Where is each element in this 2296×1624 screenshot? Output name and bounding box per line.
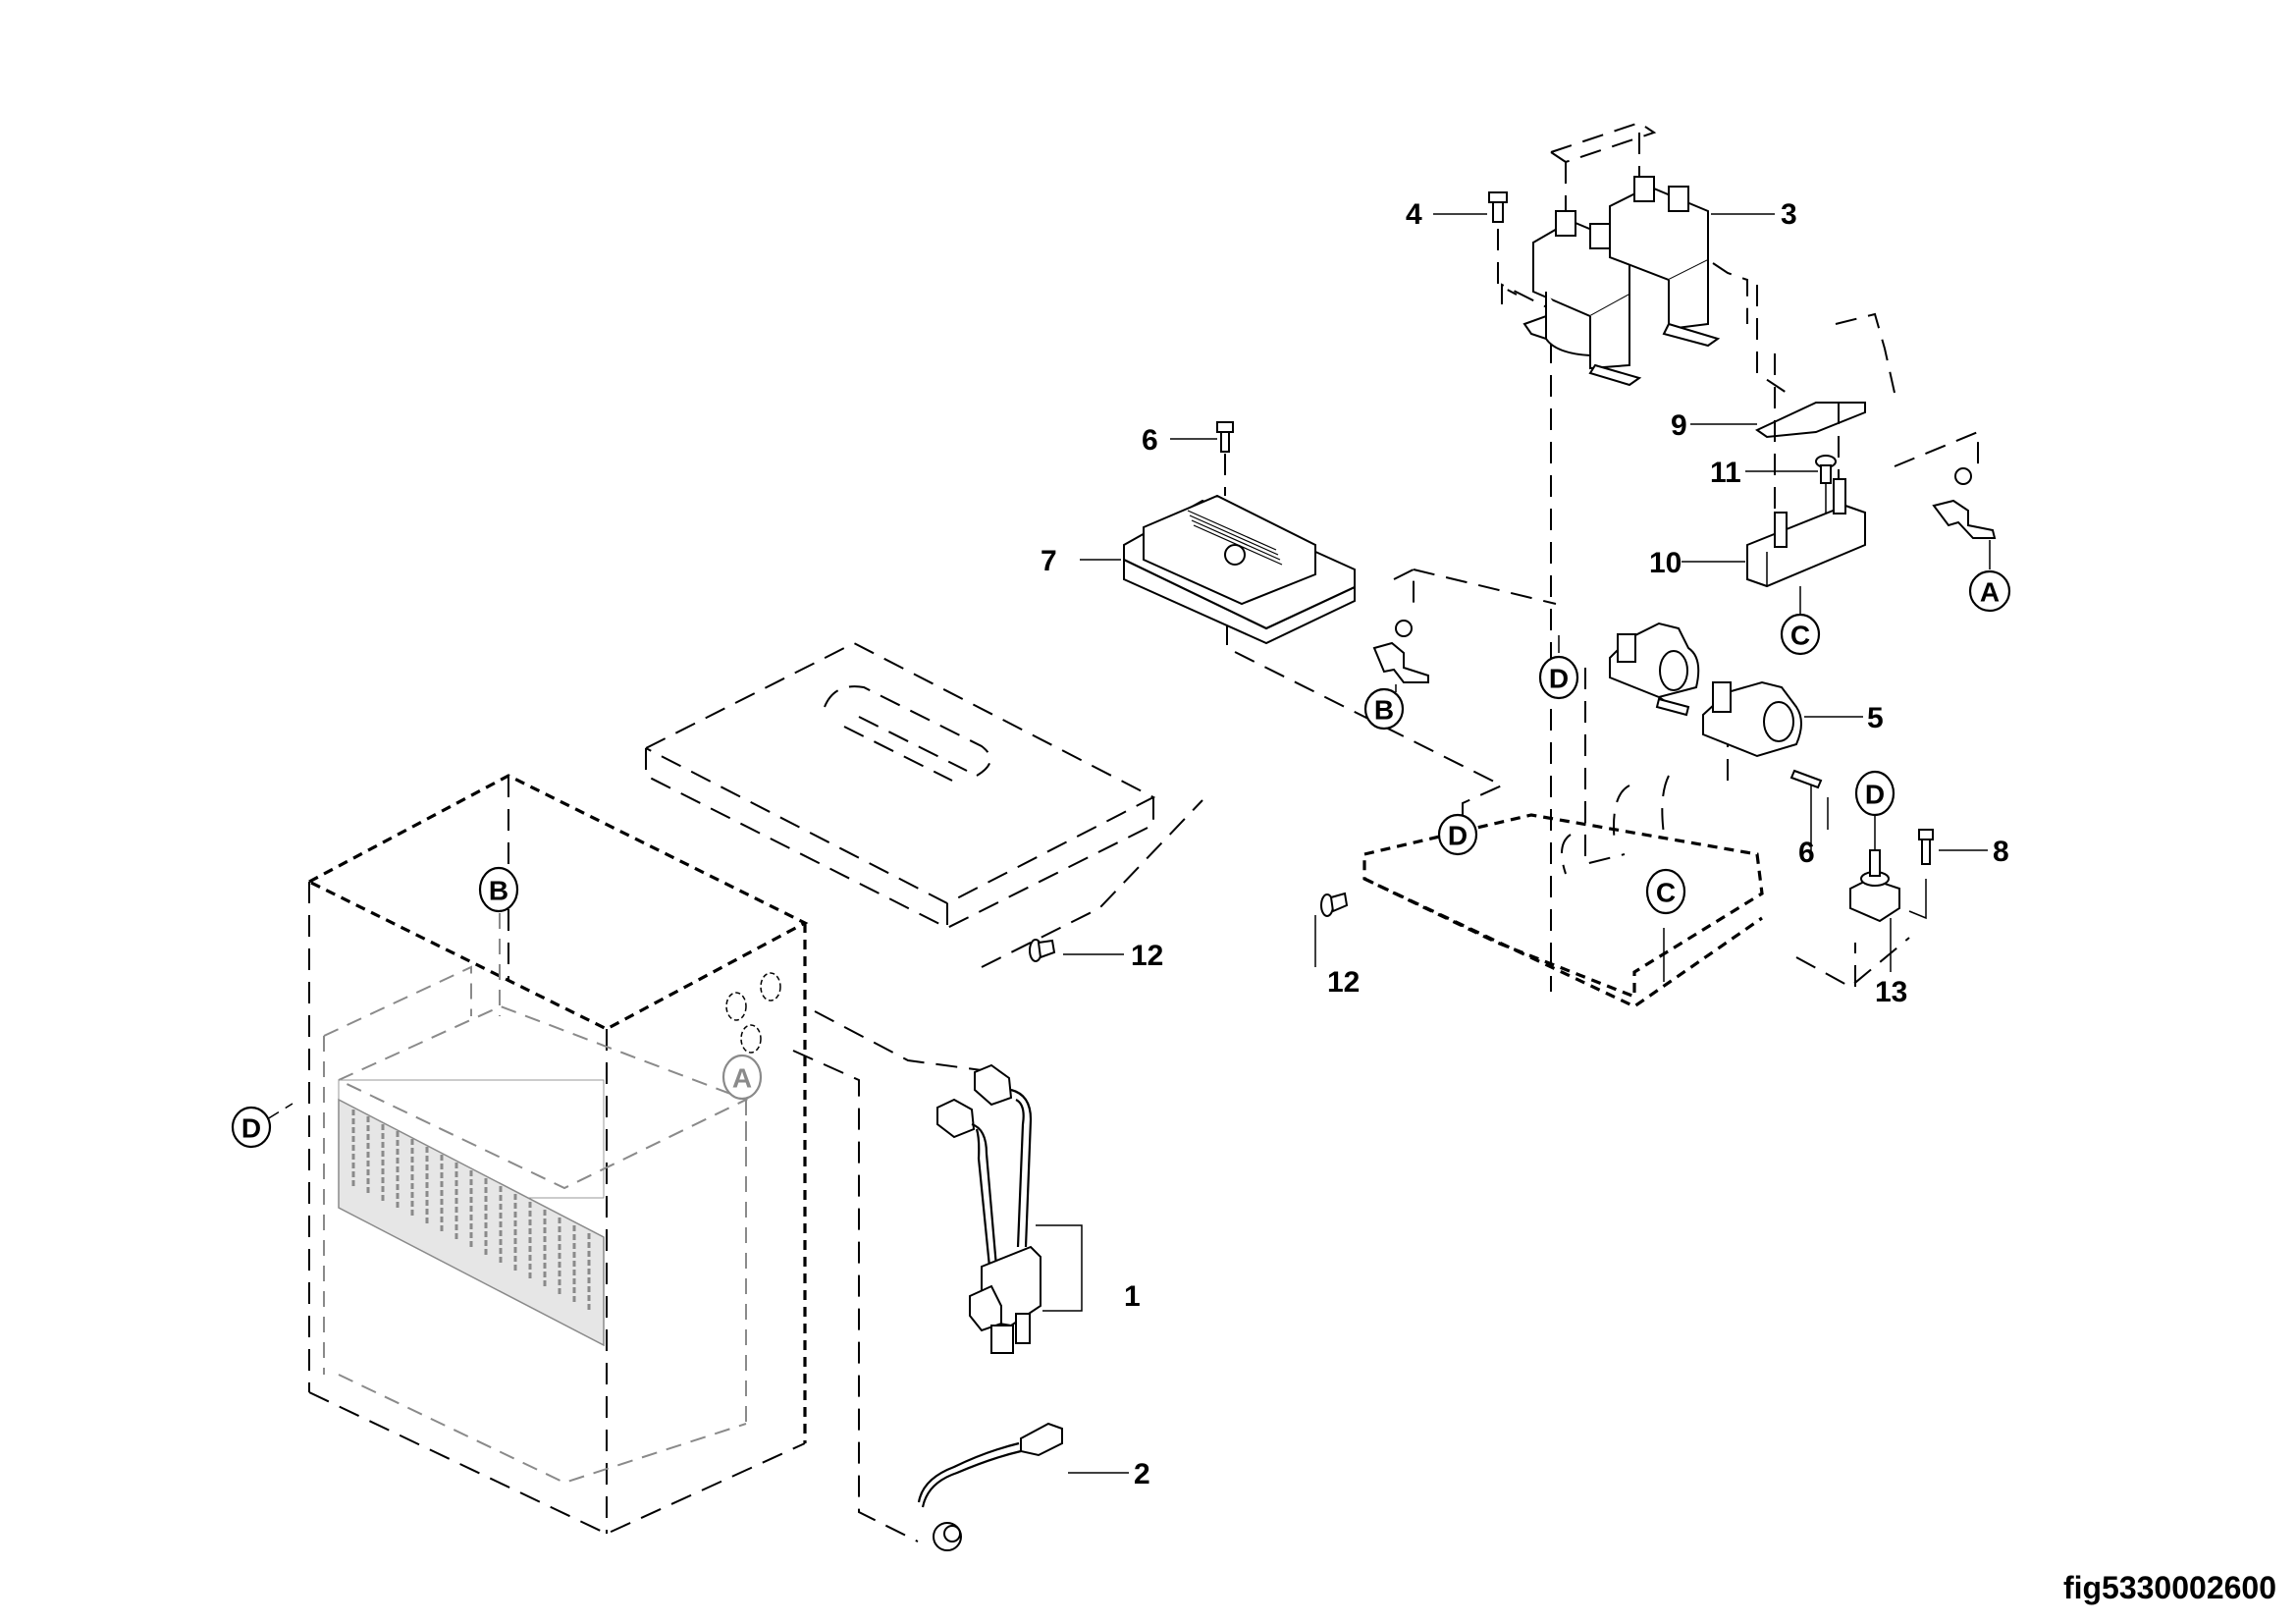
battery-cells: [338, 1079, 605, 1347]
ref-marker-a-grey: A: [721, 1054, 763, 1101]
screw-4: [1488, 191, 1518, 296]
screw-6-upper: [1216, 421, 1234, 496]
ref-marker-d-plate: D: [1437, 813, 1478, 856]
svg-text:D: D: [1448, 821, 1468, 851]
ref-marker-b-right: B: [1363, 687, 1405, 731]
ref-marker-d-sensor: D: [1538, 655, 1579, 700]
svg-text:C: C: [1656, 878, 1676, 908]
callout-9: 9: [1671, 409, 1687, 442]
screw-6-lower: [1789, 769, 1823, 854]
battery-box: [308, 774, 809, 1536]
callout-6-lower: 6: [1798, 837, 1815, 869]
fuse: [1755, 312, 1896, 535]
callout-2: 2: [1134, 1458, 1150, 1490]
ref-marker-d-box: D: [231, 1106, 272, 1149]
screw-11: [1815, 455, 1837, 550]
leader-lines: [266, 213, 1991, 1474]
cable-harness: [936, 1063, 1083, 1354]
part-numbers: 4 3 6 7 9 11 10 5 6 8 12 13 12 1 2: [1041, 198, 2009, 1490]
bracket-a: [1932, 467, 1997, 539]
callout-4: 4: [1406, 198, 1422, 231]
svg-text:C: C: [1790, 621, 1810, 651]
svg-text:D: D: [1549, 664, 1569, 694]
svg-text:B: B: [489, 876, 508, 906]
callout-10: 10: [1649, 547, 1682, 579]
callout-6-upper: 6: [1142, 424, 1158, 457]
fuse-holder: [1746, 478, 1866, 588]
screw-12-right: [1320, 892, 1349, 917]
svg-text:A: A: [1980, 577, 2000, 608]
callout-7: 7: [1041, 545, 1057, 577]
callout-8: 8: [1993, 836, 2009, 868]
svg-text:B: B: [1374, 695, 1394, 726]
terminal-stud: [1849, 835, 1900, 923]
figure-id: fig5330002600: [2062, 1570, 2276, 1605]
svg-text:D: D: [241, 1113, 261, 1144]
callout-3: 3: [1781, 198, 1797, 231]
ref-marker-c-plate: C: [1645, 868, 1686, 915]
screw-current-sensor: [1655, 697, 1690, 717]
bracket-b: [1372, 568, 1557, 683]
contactors: [1522, 121, 1788, 394]
callout-12-left: 12: [1131, 940, 1163, 972]
callout-1: 1: [1124, 1280, 1141, 1313]
callout-13: 13: [1875, 976, 1907, 1008]
svg-text:D: D: [1865, 780, 1885, 810]
callout-11: 11: [1710, 457, 1741, 489]
battery-lid: [645, 641, 1156, 930]
current-sensors: [1609, 622, 1802, 758]
ref-marker-d-stud: D: [1854, 770, 1896, 817]
ref-marker-b-left: B: [478, 866, 519, 913]
ref-marker-c-upper: C: [1780, 613, 1821, 656]
assembly-lines: [792, 283, 1979, 1543]
ref-marker-a-right: A: [1968, 569, 2011, 613]
screw-8: [1908, 829, 1934, 920]
callout-5: 5: [1867, 702, 1884, 734]
motor-controller: [1123, 494, 1356, 645]
screw-12-left: [1029, 939, 1056, 962]
reference-markers: A A B B C C D D: [231, 569, 2011, 1149]
mounting-plate: [1362, 775, 1764, 1008]
callout-12-right: 12: [1327, 966, 1360, 999]
svg-text:A: A: [732, 1063, 752, 1094]
sensor-cable: [917, 1422, 1063, 1551]
